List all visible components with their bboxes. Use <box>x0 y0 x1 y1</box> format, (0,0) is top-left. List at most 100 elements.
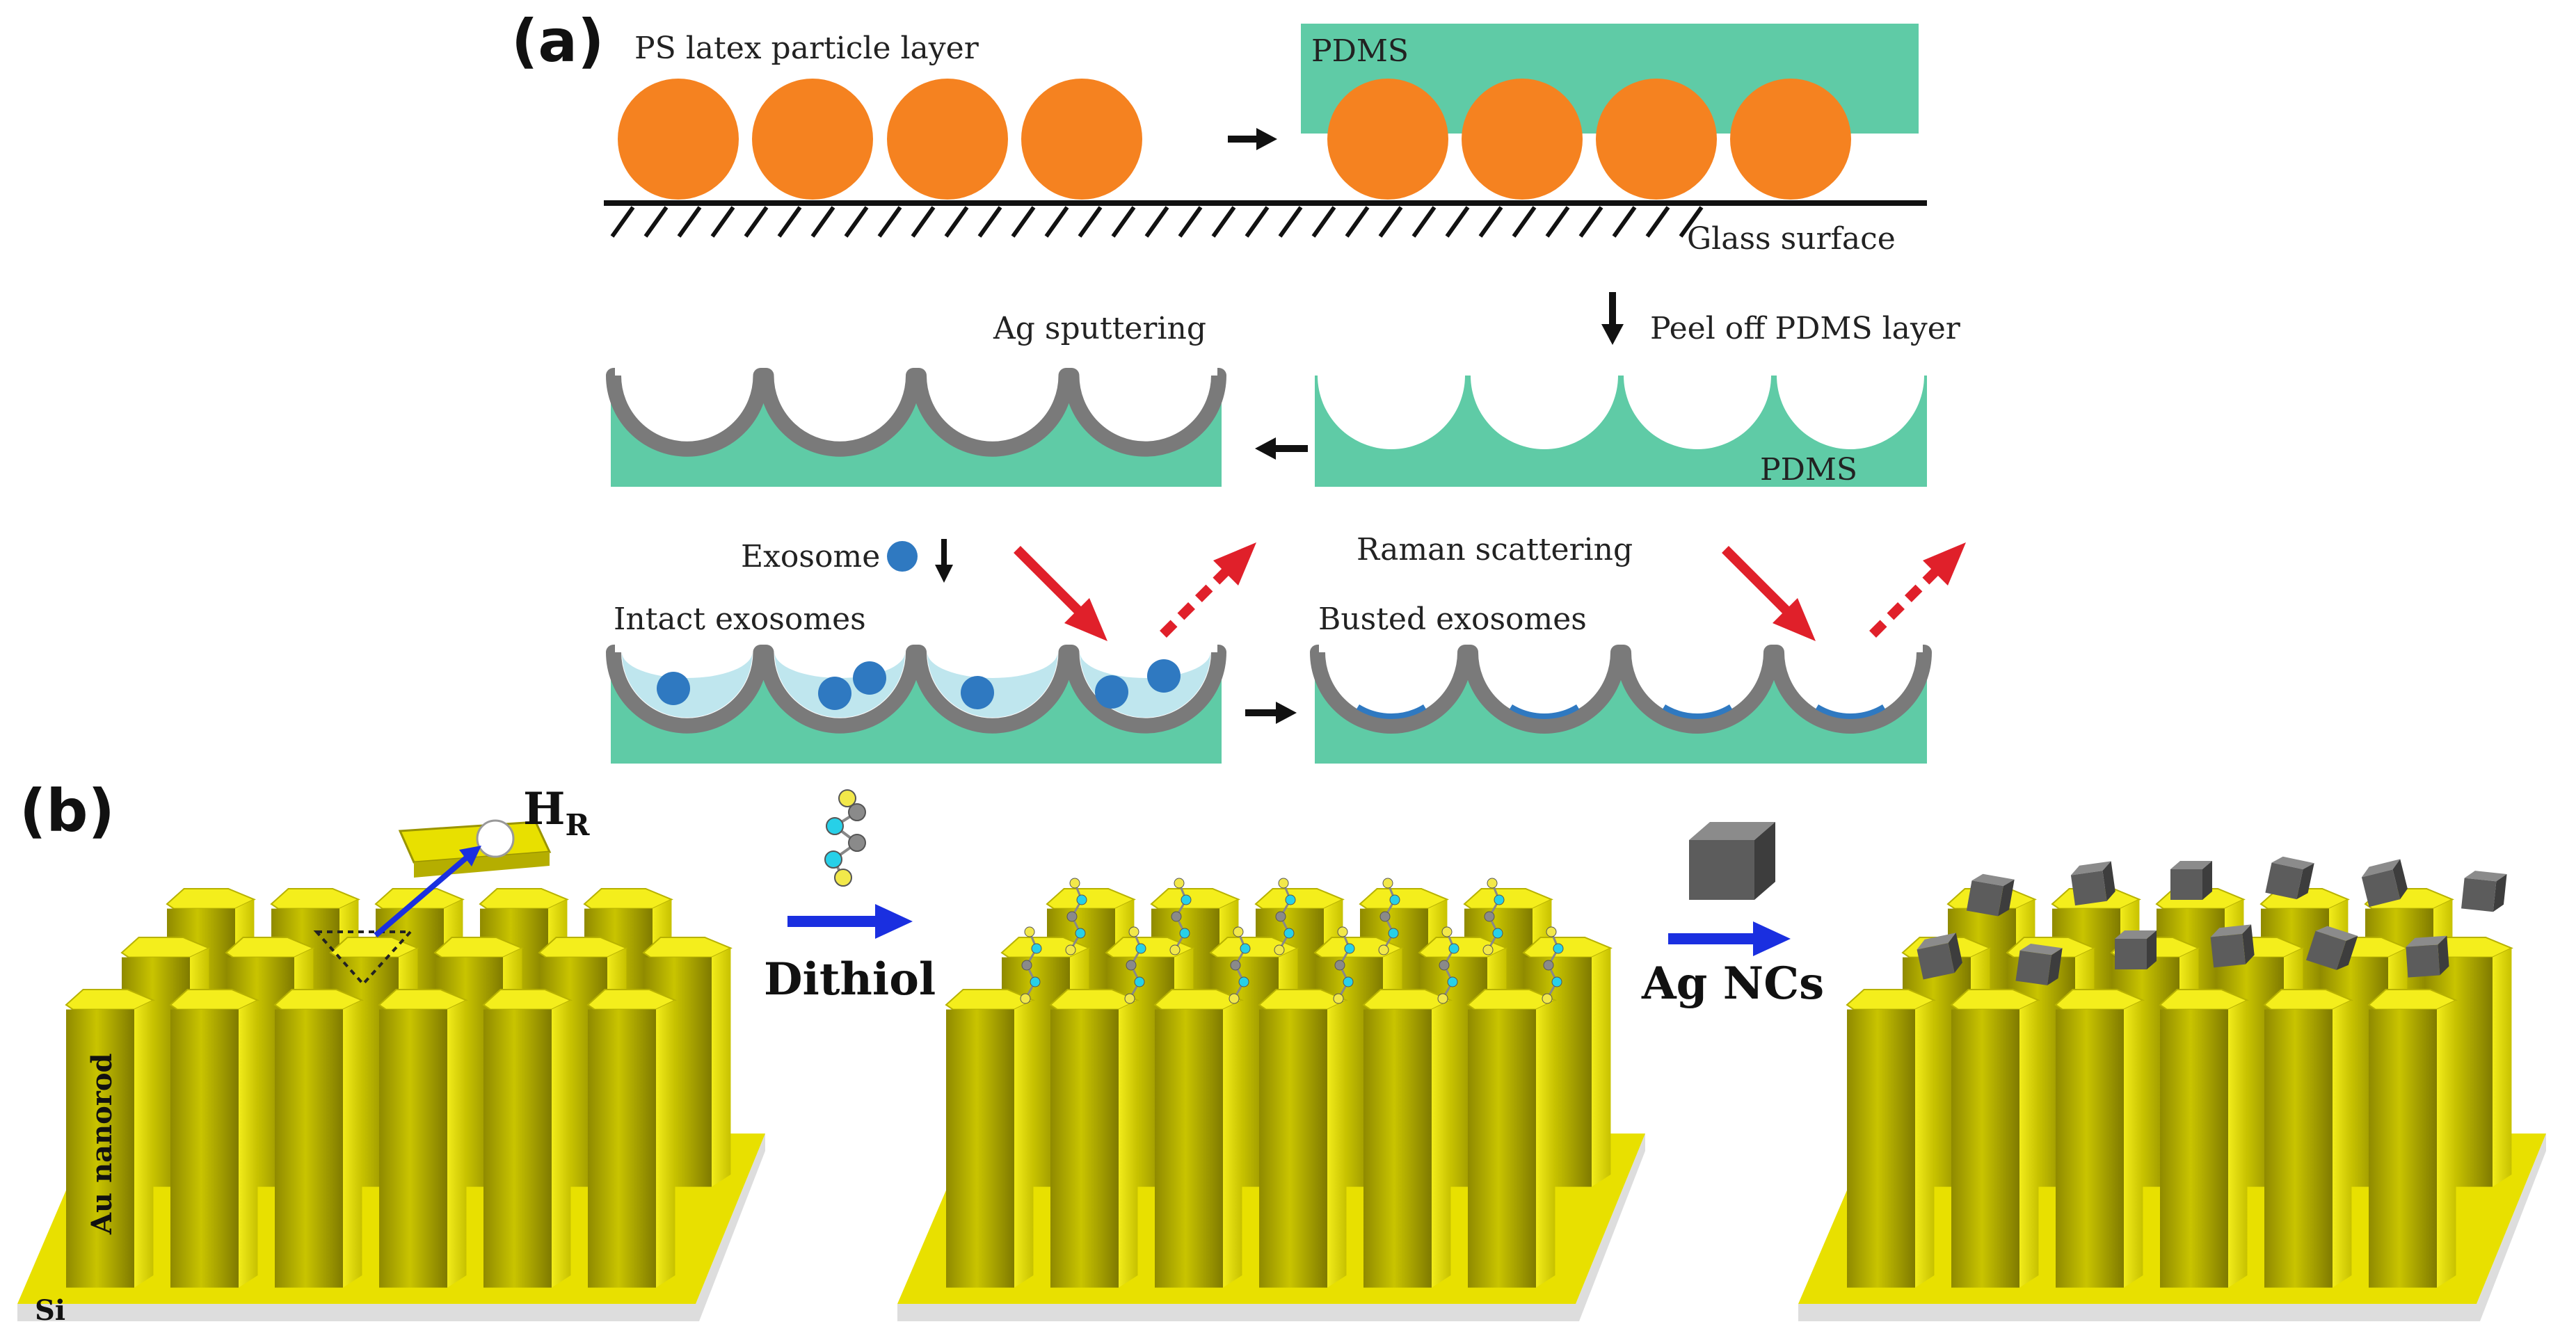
atom <box>1487 878 1498 889</box>
arrow-right-step1 <box>1228 128 1277 150</box>
panel-a-label: (a) <box>511 7 604 75</box>
nanorod-top <box>479 888 569 910</box>
nanorod-top <box>583 888 673 910</box>
atom <box>1542 993 1553 1004</box>
exosome <box>818 677 851 710</box>
ag-nanocube <box>2070 861 2115 906</box>
nanorod-array-ag <box>1798 856 2546 1321</box>
ps-particle <box>752 79 873 200</box>
nanorod-side <box>239 1000 258 1288</box>
nanorod-face <box>1050 1009 1119 1288</box>
atom <box>1230 960 1241 971</box>
nanorod-face <box>588 1009 656 1288</box>
pdms-mold <box>611 376 1222 487</box>
atom <box>1181 894 1192 905</box>
atom <box>1179 928 1190 939</box>
nanorod-side <box>447 1000 467 1288</box>
glass-surface-label: Glass surface <box>1687 221 1896 257</box>
exosome-residue <box>1356 704 1886 719</box>
atom <box>1439 960 1450 971</box>
atom <box>1482 944 1494 955</box>
nanorod-side <box>656 1000 675 1288</box>
atom <box>834 869 852 887</box>
ps-particle <box>618 79 739 200</box>
nanorod-side <box>2333 1000 2352 1288</box>
ag-sputtering-label: Ag sputtering <box>993 311 1206 346</box>
nanorod-face <box>2160 1009 2228 1288</box>
nanorod-side <box>712 948 731 1187</box>
nanorod-face <box>2369 1009 2437 1288</box>
pdms-mold <box>611 652 1222 764</box>
hr-pore-icon <box>476 819 515 858</box>
atom <box>1066 911 1078 922</box>
nanorod-side <box>1592 948 1611 1187</box>
atom <box>1546 926 1557 937</box>
ps-particle <box>1021 79 1142 200</box>
atom <box>1437 993 1448 1004</box>
atom <box>1024 926 1035 937</box>
nanorod-side <box>2228 1000 2248 1288</box>
ag-ncs-label: Ag NCs <box>1641 958 1824 1010</box>
laser-intact <box>1014 542 1256 641</box>
exosome <box>853 661 886 695</box>
exosome-residue-arc <box>1356 704 1427 719</box>
nanorod-side <box>1014 1000 1034 1288</box>
atom <box>1543 960 1554 971</box>
ps-particle <box>887 79 1008 200</box>
exosome-residue-arc <box>1815 704 1886 719</box>
nanorod-side <box>2019 1000 2039 1288</box>
step6-busted: Raman scattering Busted exosomes <box>1310 532 1966 764</box>
nanorod-face <box>1363 1009 1432 1288</box>
silver-film <box>1310 645 1932 734</box>
peel-off-label: Peel off PDMS layer <box>1650 311 1961 346</box>
nanorod-face <box>1259 1009 1327 1288</box>
ag-nanocube <box>2170 861 2212 900</box>
exosome-residue-arc <box>1509 704 1580 719</box>
atom <box>1274 944 1285 955</box>
atom <box>1126 960 1137 971</box>
atom <box>1388 928 1399 939</box>
ag-nanocube <box>2461 871 2507 912</box>
atom <box>1447 976 1458 987</box>
nanorod-top <box>1254 888 1345 910</box>
atom <box>1553 943 1564 954</box>
atom <box>1278 878 1289 889</box>
nanorod-face <box>2264 1009 2333 1288</box>
atom <box>1065 944 1076 955</box>
nanorod-face <box>1155 1009 1223 1288</box>
exosome-label: Exosome <box>741 539 880 574</box>
nanorod-top <box>1046 888 1136 910</box>
nanorod-face <box>170 1009 239 1288</box>
nanorod-face <box>2056 1009 2124 1288</box>
step4-ag-sputtered: Ag sputtering <box>606 311 1226 487</box>
nanorod-side <box>1432 1000 1451 1288</box>
ag-nanocube <box>1917 933 1962 980</box>
nanorod-side <box>343 1000 362 1288</box>
atom <box>1174 878 1185 889</box>
nanorod-side <box>1119 1000 1138 1288</box>
exosome <box>1095 675 1128 709</box>
atom <box>1333 993 1344 1004</box>
step3-pdms-mold: PDMS <box>1315 376 1927 487</box>
atom <box>1285 894 1296 905</box>
exosome <box>1147 659 1181 693</box>
step2-pdms-cast: PDMS <box>1301 24 1919 200</box>
nanorod-face <box>1951 1009 2019 1288</box>
dithiol-label: Dithiol <box>764 953 936 1006</box>
atom <box>1378 944 1389 955</box>
pdms-mold <box>1315 652 1927 764</box>
nanorod-side <box>1327 1000 1347 1288</box>
exosome-addition: Exosome Intact exosomes <box>614 539 953 637</box>
atom <box>824 850 842 869</box>
triangle-indicator <box>313 930 414 986</box>
dithiol-molecule-icon <box>824 789 866 887</box>
ag-cube-icon <box>1689 822 1775 900</box>
arrow-dithiol: Dithiol <box>764 789 936 1006</box>
exosome-icon <box>887 541 918 572</box>
nanorod-face <box>946 1009 1014 1288</box>
arrow-down-peel: Peel off PDMS layer <box>1601 292 1961 346</box>
nanorod-top <box>1150 888 1240 910</box>
atom <box>1343 976 1354 987</box>
raman-scattering-label: Raman scattering <box>1357 532 1633 567</box>
panel-b-label: (b) <box>19 777 115 845</box>
